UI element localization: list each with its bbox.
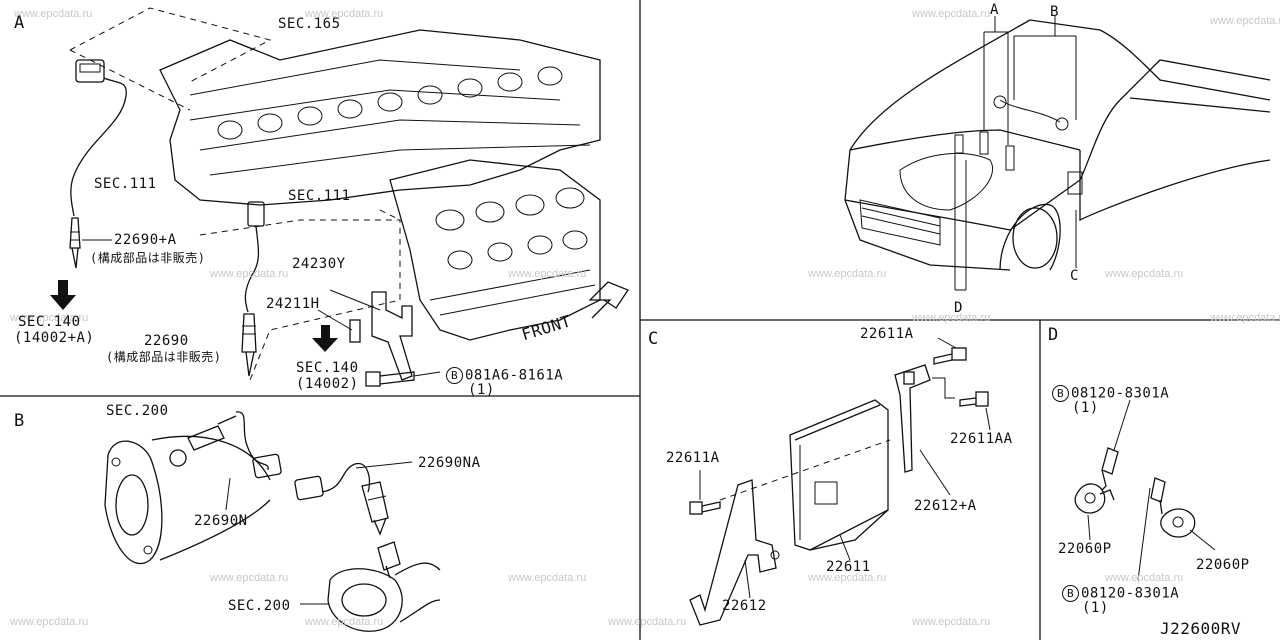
label-sec140-mid-code: (14002) [296,376,359,392]
label-part-22611a-left: 22611A [666,450,720,466]
panel-a-art [50,7,629,387]
watermark: www.epcdata.ru [305,616,384,628]
car-callout-d: D [954,300,963,316]
label-sec165: SEC.165 [278,16,341,32]
label-part-22690: 22690 [144,333,189,349]
bolt-part-number: 081A6-8161A [465,367,564,384]
watermark: www.epcdata.ru [808,268,887,280]
watermark: www.epcdata.ru [508,268,587,280]
label-sec111-left: SEC.111 [94,176,157,192]
watermark: www.epcdata.ru [912,312,991,324]
label-part-22611aa: 22611AA [950,431,1013,447]
watermark: www.epcdata.ru [210,572,289,584]
watermark: www.epcdata.ru [10,312,89,324]
watermark: www.epcdata.ru [210,268,289,280]
bolt-part-number: 08120-8301A [1071,385,1170,402]
watermark: www.epcdata.ru [10,616,89,628]
panel-c-letter: C [648,329,659,349]
label-note-22690: (構成部品は非販売) [106,350,222,364]
watermark: www.epcdata.ru [508,572,587,584]
label-sec140-left: SEC.140 [18,314,81,330]
watermark: www.epcdata.ru [1210,15,1280,27]
label-bolt-08120-top-qty: (1) [1072,400,1099,416]
label-sec140-left-code: (14002+A) [14,330,95,346]
car-callout-a: A [990,2,999,18]
label-part-24230y: 24230Y [292,256,346,272]
watermark: www.epcdata.ru [14,8,93,20]
label-part-22060p-right: 22060P [1196,557,1250,573]
panel-c-art [689,337,991,626]
label-part-22611a-top: 22611A [860,326,914,342]
panel-b-art [104,411,441,632]
label-sec111-right: SEC.111 [288,188,351,204]
label-part-22690a: 22690+A [114,232,177,248]
watermark: www.epcdata.ru [1105,268,1184,280]
label-part-22060p-left: 22060P [1058,541,1112,557]
label-part-22690na: 22690NA [418,455,481,471]
panel-b-letter: B [14,411,25,431]
label-sec200-top: SEC.200 [106,403,169,419]
bolt-badge-icon: B [1052,385,1069,402]
watermark: www.epcdata.ru [305,8,384,20]
watermark: www.epcdata.ru [808,572,887,584]
panel-d-art [1074,399,1216,581]
label-part-22612a: 22612+A [914,498,977,514]
label-part-22611: 22611 [826,559,871,575]
bolt-badge-icon: B [446,367,463,384]
watermark: www.epcdata.ru [912,616,991,628]
label-sec200-bottom: SEC.200 [228,598,291,614]
watermark: www.epcdata.ru [1105,572,1184,584]
label-bolt-081a6-qty: (1) [468,382,495,398]
label-part-24211h: 24211H [266,296,320,312]
label-part-22612: 22612 [722,598,767,614]
watermark: www.epcdata.ru [1210,312,1280,324]
label-part-22690n: 22690N [194,513,248,529]
watermark: www.epcdata.ru [912,8,991,20]
diagram-code: J22600RV [1160,619,1242,638]
label-sec140-mid: SEC.140 [296,360,359,376]
bolt-part-number: 08120-8301A [1081,585,1180,602]
watermark: www.epcdata.ru [608,616,687,628]
bolt-badge-icon: B [1062,585,1079,602]
label-bolt-08120-bottom-qty: (1) [1082,600,1109,616]
panel-d-letter: D [1048,325,1059,345]
car-art [844,16,1271,291]
car-callout-b: B [1050,4,1059,20]
label-note-22690a: (構成部品は非販売) [90,251,206,265]
car-callout-c: C [1070,268,1079,284]
panel-a-letter: A [14,13,25,33]
